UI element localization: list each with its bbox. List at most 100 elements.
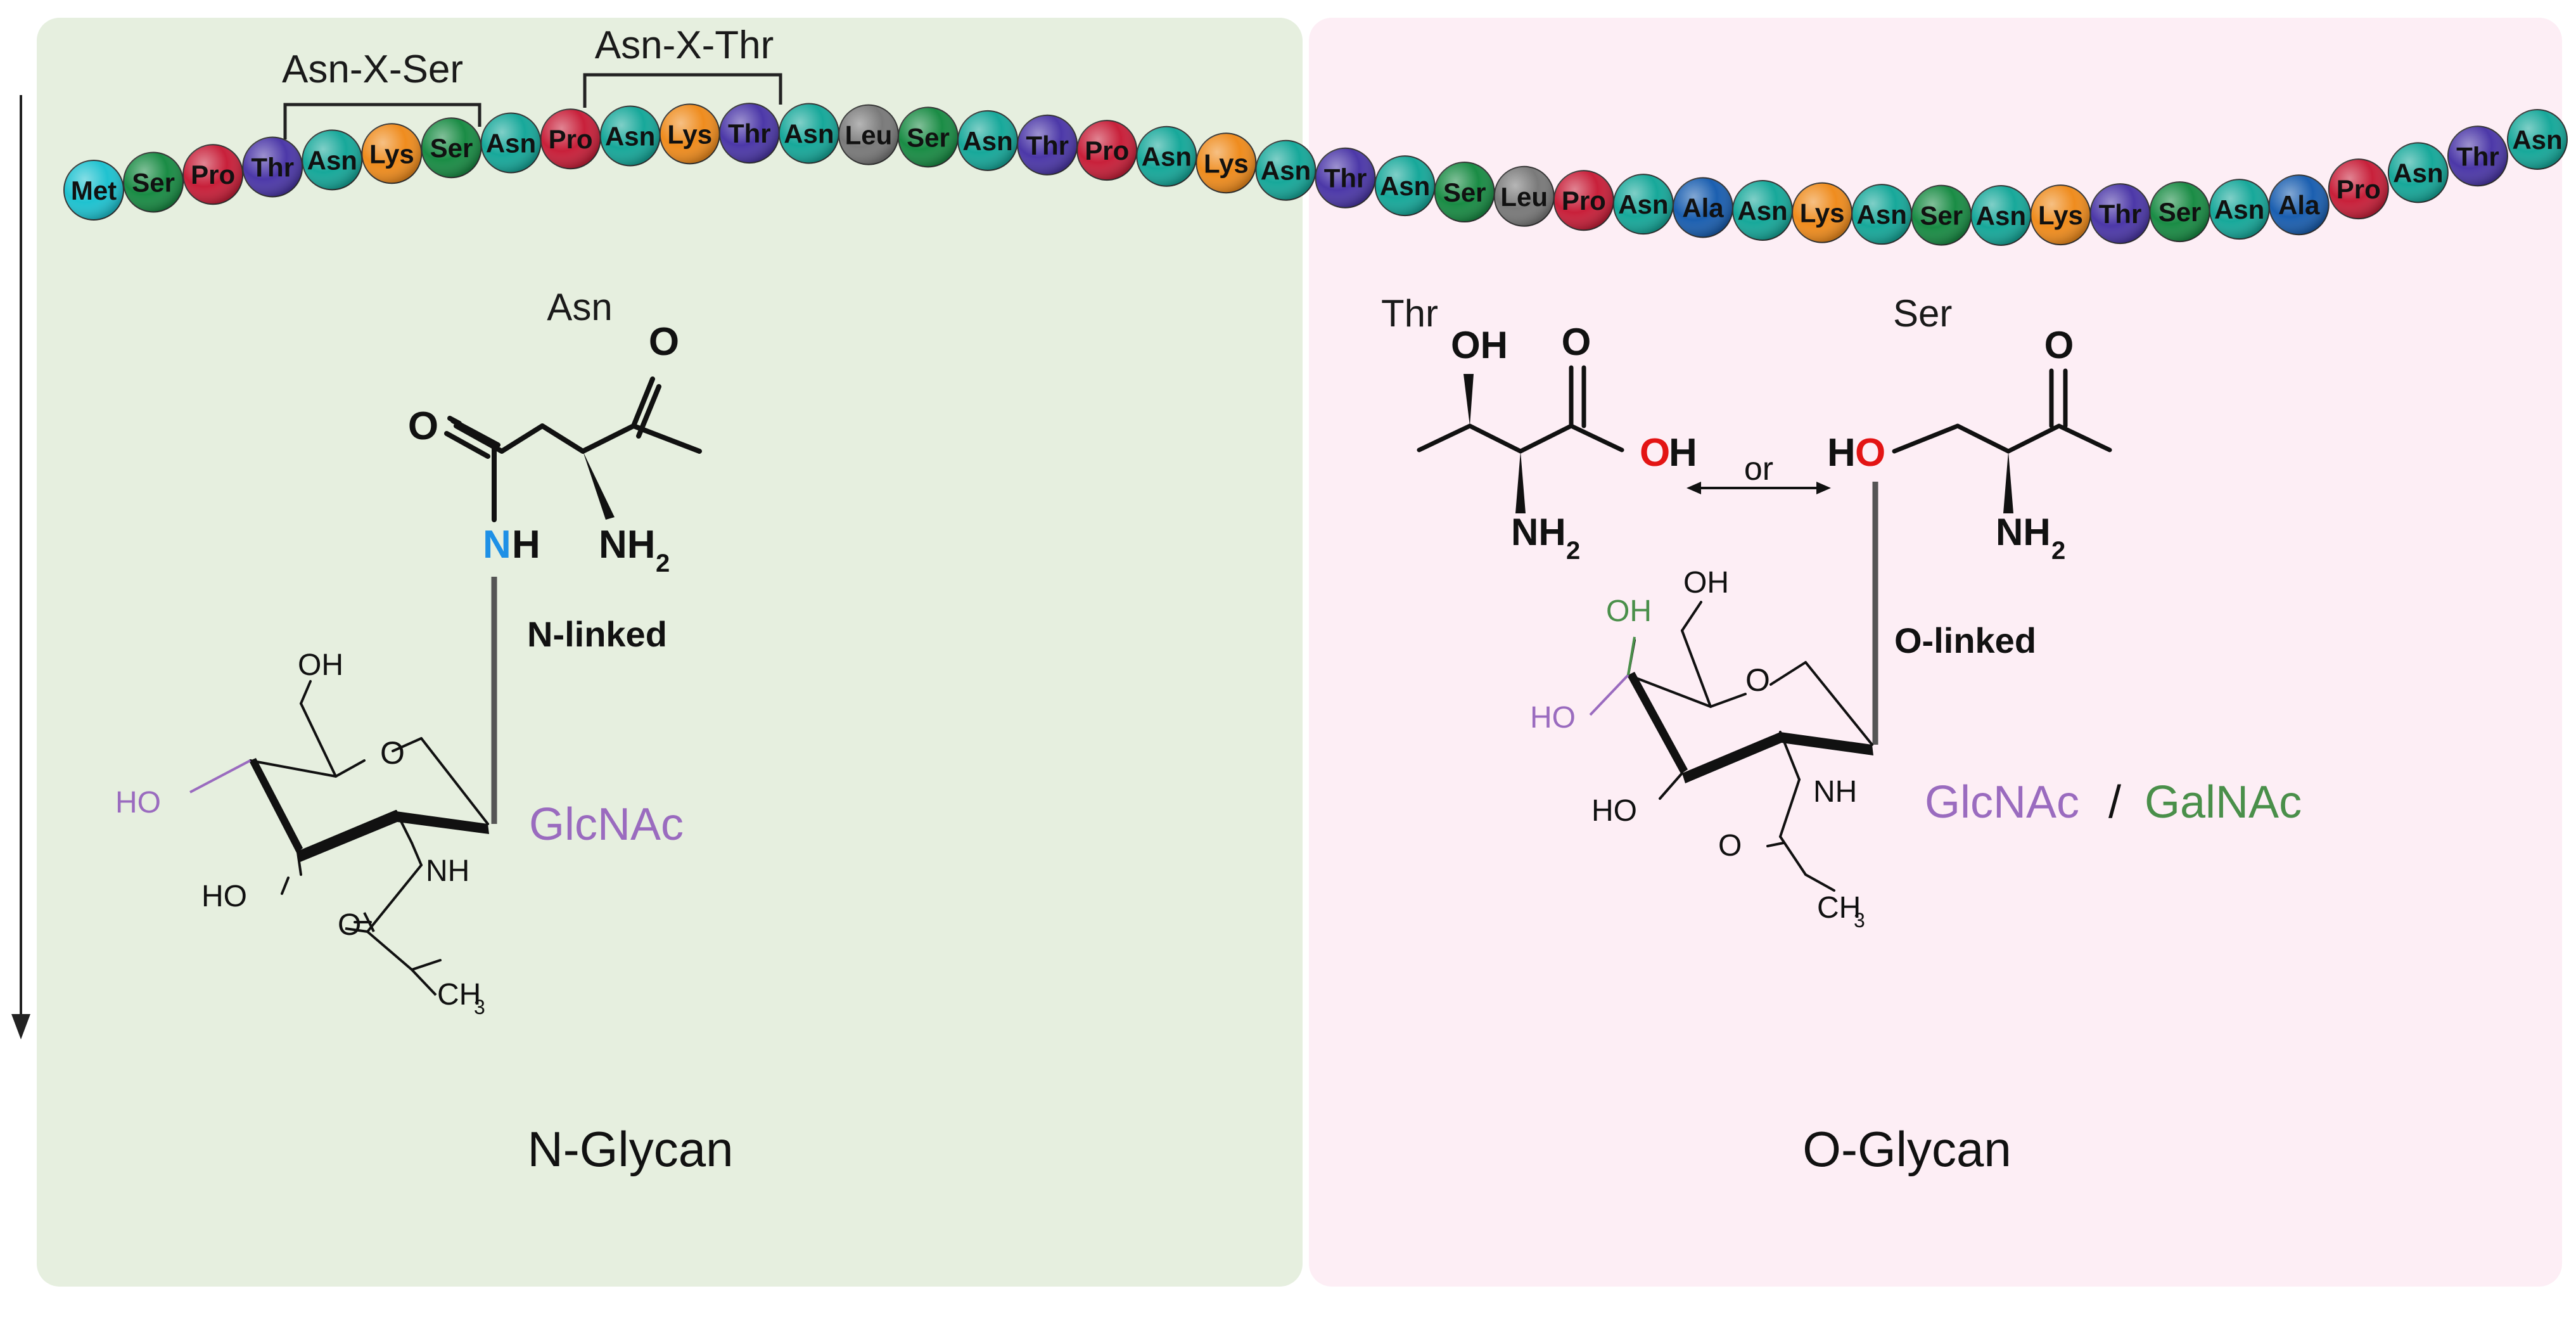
thr-side-oh: OH [1451,324,1508,366]
thr-amino-group: NH 2 [1511,511,1580,565]
o-sugar-separator: / [2108,777,2121,828]
motif-bracket-asn-x-ser [283,103,481,139]
residue-shine [540,109,601,169]
residue-label: Ser [2158,197,2202,227]
residue-label: Pro [549,124,593,154]
asn-nh-text: NH [599,523,656,567]
residue-pro: Pro [2328,158,2389,220]
n-ring-oxygen: O [380,735,405,771]
residue-label: Lys [667,119,712,149]
residue-leu: Leu [838,104,899,165]
thr-nh-text: NH [1511,511,1566,553]
residue-label: Ser [430,133,473,163]
residue-asn: Asn [957,110,1019,171]
thr-hydroxyl: O H [1640,431,1697,475]
residue-pro: Pro [182,144,244,205]
residue-label: Ser [1920,201,1963,231]
residue-label: Asn [605,121,655,151]
residue-label: Lys [1800,198,1845,228]
thr-hydrogen-atom: H [1669,431,1697,475]
residue-label: Asn [784,119,834,148]
residue-thr: Thr [2447,125,2508,187]
residue-shine [2031,185,2091,245]
o-oh-4-galnac: OH [1606,594,1652,628]
ser-residue-label: Ser [1893,292,1952,335]
o-glycan-panel [1309,18,2562,1287]
residue-shine [1911,185,1972,245]
ser-hydrogen-atom: H [1827,431,1856,475]
n-carbonyl-double [363,912,375,932]
residue-label: Asn [2512,125,2562,155]
thr-residue-label: Thr [1381,292,1438,335]
residue-shine [302,130,362,190]
residue-shine [1733,181,1793,241]
o-sugar-ring [1627,601,1873,892]
residue-label: Met [71,176,117,205]
ser-hydroxyl: H O [1827,431,1885,475]
residue-shine [1852,184,1912,245]
residue-label: Asn [1380,171,1430,201]
residue-ser: Ser [898,106,959,168]
residue-label: Lys [369,139,414,169]
residue-ala: Ala [2268,174,2330,236]
o-glycan-title: O-Glycan [1802,1121,2011,1177]
residue-shine [958,110,1018,170]
asn-amino-group: NH 2 [599,523,670,577]
asn-nh-subscript: 2 [656,549,670,577]
o-ring-oxygen: O [1745,662,1770,698]
residue-shine [838,105,898,165]
residue-pro: Pro [1553,170,1614,231]
residue-label: Asn [2393,158,2443,188]
residue-shine [2388,143,2448,203]
residue-label: Lys [1204,148,1249,178]
residue-shine [1434,162,1495,222]
o-linked-label: O-linked [1894,620,2036,660]
residue-ser: Ser [123,151,184,213]
residue-lys: Lys [659,103,720,165]
residue-shine [1375,156,1435,216]
residue-met: Met [63,160,124,221]
residue-label: Ala [1682,193,1724,222]
residue-asn: Asn [778,103,839,164]
residue-asn: Asn [1374,155,1436,217]
residue-shine [2150,182,2210,242]
n-methyl-bond [411,968,437,996]
residue-label: Pro [191,160,235,190]
residue-label: Asn [486,128,536,158]
residue-shine [481,113,541,173]
residue-label: Asn [1261,156,1311,186]
n-glycan-title: N-Glycan [527,1121,733,1177]
residue-shine [660,104,720,164]
residue-label: Lys [2038,200,2083,230]
motif-label-asn-x-thr: Asn-X-Thr [595,23,774,67]
residue-shine [2209,179,2269,240]
n-linked-label: N-linked [527,614,667,654]
residue-shine [1971,185,2031,245]
residue-label: Ala [2278,190,2320,220]
residue-thr: Thr [1315,147,1376,209]
residue-ser: Ser [2149,181,2210,243]
amide-nitrogen-atom: N [483,523,511,567]
residue-label: Asn [1618,190,1668,219]
residue-asn: Asn [2507,109,2568,170]
alpha-carbon-wedge [583,451,615,520]
o-ring-front-bond [1682,732,1873,783]
residue-shine [243,137,303,197]
o-nh-2: NH [1813,775,1857,809]
residue-shine [1553,170,1614,231]
residue-shine [1137,126,1197,186]
residue-shine [600,106,660,166]
residue-shine [1017,115,1078,175]
o-methyl: CH 3 [1817,891,1865,932]
or-double-arrow [1687,482,1831,494]
asn-amide-oxygen: O [408,404,438,448]
residue-asn: Asn [1136,125,1197,187]
ser-nh-subscript: 2 [2051,537,2065,565]
o-ho-bond [1589,674,1629,716]
residue-shine [898,107,959,167]
residue-asn: Asn [302,129,363,191]
residue-label: Asn [2214,195,2264,224]
n-methyl-subscript: 3 [474,996,485,1018]
motif-label-asn-x-ser: Asn-X-Ser [282,48,463,91]
